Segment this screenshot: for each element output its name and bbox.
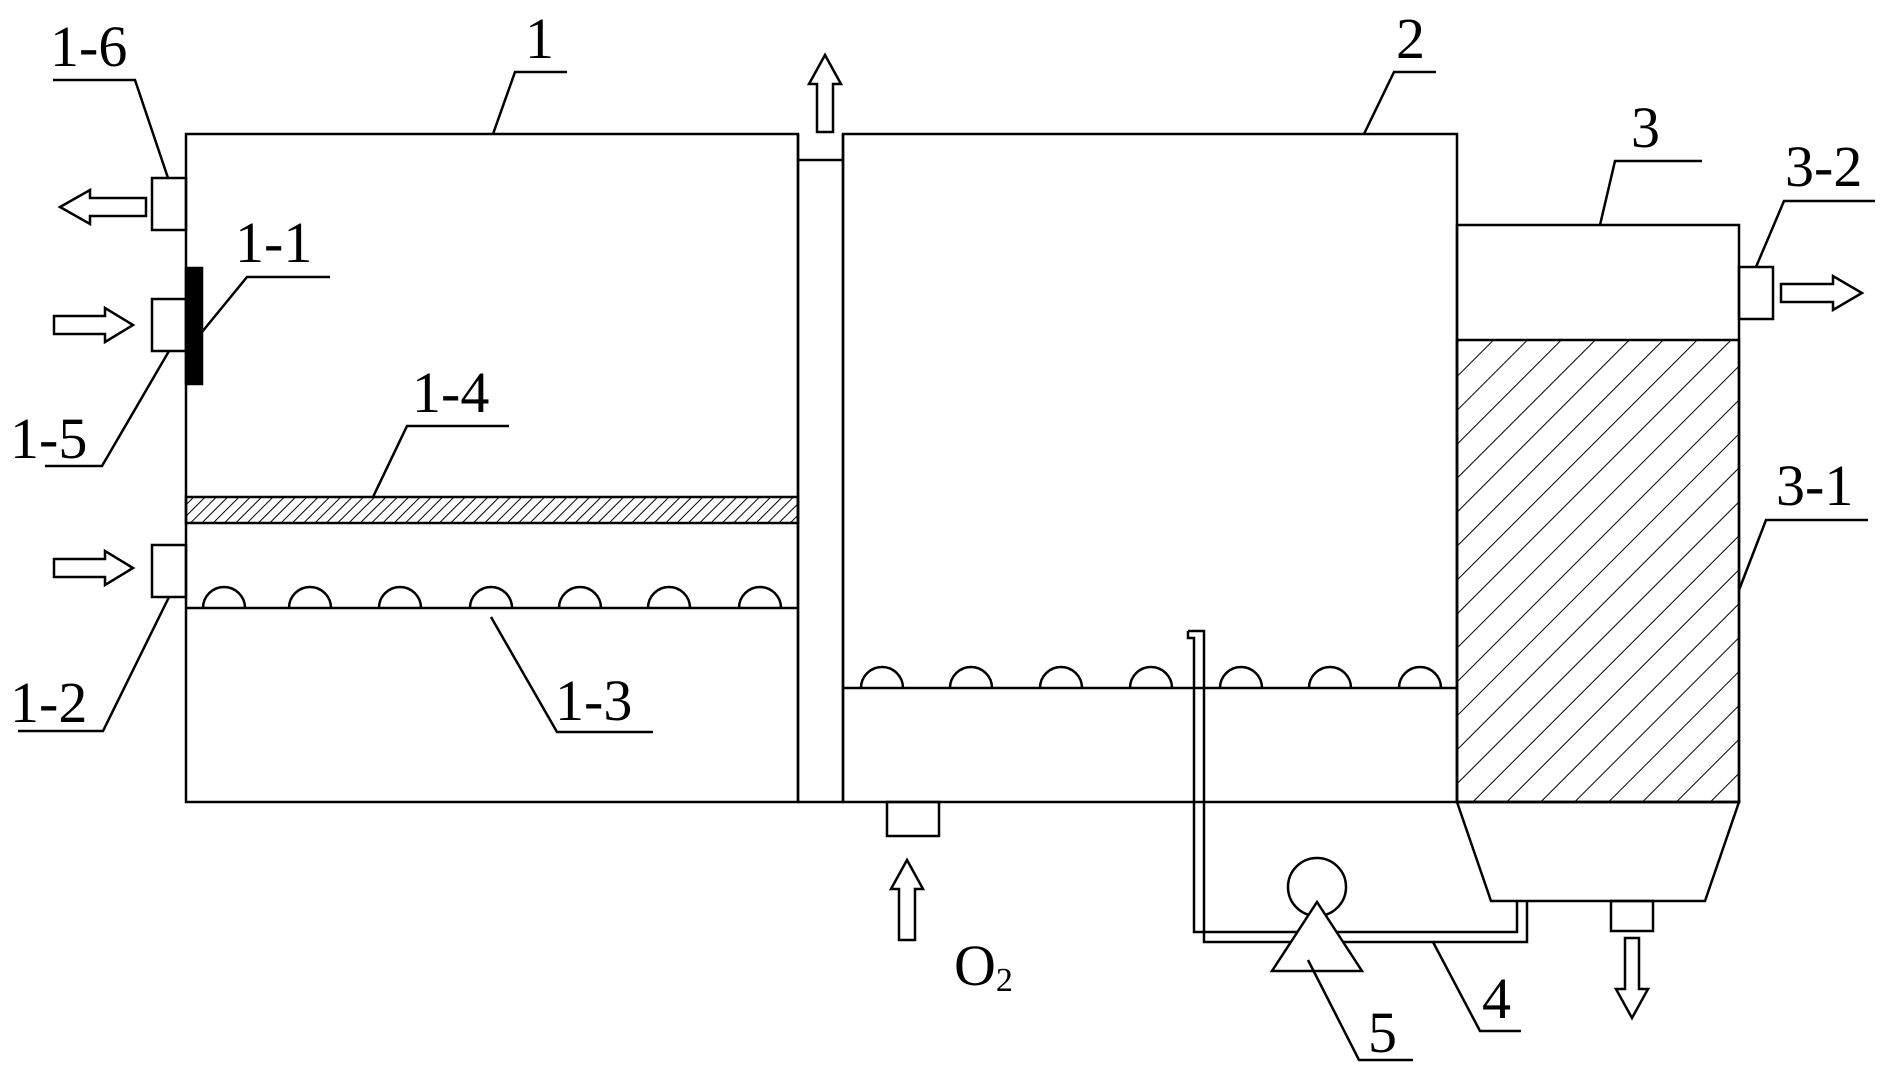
leader-3-2 (1754, 199, 1875, 268)
pipe-4-outer (1188, 629, 1529, 944)
arrow-in-1-2 (52, 548, 136, 588)
label-1-3: 1-3 (555, 668, 632, 733)
leader-1-1 (201, 275, 330, 333)
nozzle-3-2 (1737, 265, 1775, 321)
label-4: 4 (1482, 966, 1511, 1031)
packing-balls-1-3 (201, 585, 783, 609)
leader-tank-2 (1362, 70, 1436, 135)
arrow-out-3-2 (1779, 273, 1865, 313)
leader-tank-3 (1598, 159, 1702, 226)
label-1-2: 1-2 (10, 670, 87, 735)
label-tank-2: 2 (1396, 6, 1425, 71)
tank-3-drain-nozzle (1609, 899, 1655, 933)
nozzle-1-6 (150, 176, 188, 232)
packing-balls-tank-2 (859, 665, 1443, 689)
arrow-drain-out (1613, 936, 1651, 1021)
leader-3-1 (1737, 518, 1868, 591)
label-1-1: 1-1 (235, 210, 312, 275)
label-oxygen-symbol: O (954, 933, 996, 998)
leader-4 (1431, 941, 1521, 1033)
leader-1-3 (489, 616, 653, 734)
electrode-1-1 (184, 266, 204, 386)
tank-2-body (841, 132, 1459, 804)
leader-tank-1 (491, 70, 567, 135)
leader-1-4 (371, 424, 509, 498)
filter-bed-3-1 (1455, 338, 1741, 804)
label-oxygen-subscript: 2 (996, 962, 1013, 999)
labels: 1 2 3 1-6 1-1 1-5 1-4 1-2 1-3 3-2 3-1 4 … (10, 6, 1862, 1065)
tank-3-cone (1455, 800, 1741, 903)
label-tank-3: 3 (1631, 95, 1660, 160)
arrow-oxygen-in (888, 857, 926, 942)
label-1-5: 1-5 (10, 406, 87, 471)
leader-5 (1306, 959, 1413, 1062)
leader-1-2 (18, 596, 171, 733)
arrow-out-1-6 (57, 187, 148, 227)
label-3-2: 3-2 (1785, 134, 1862, 199)
leader-1-5 (45, 350, 171, 468)
leader-1-6 (53, 78, 170, 179)
label-1-6: 1-6 (50, 14, 127, 79)
label-oxygen: O2 (954, 933, 1013, 999)
arrow-in-1-5 (52, 305, 136, 345)
label-3-1: 3-1 (1776, 453, 1853, 518)
label-1-4: 1-4 (412, 360, 489, 425)
label-tank-1: 1 (525, 6, 554, 71)
arrow-gas-out-top (806, 52, 844, 134)
nozzle-1-5 (150, 297, 188, 353)
oxygen-inlet-nozzle (885, 800, 941, 838)
layer-1-4 (184, 495, 800, 525)
pipe-4-inner (1186, 631, 1519, 934)
label-5: 5 (1368, 1000, 1397, 1064)
pump-5-body (1269, 899, 1365, 973)
nozzle-1-2 (150, 543, 188, 599)
